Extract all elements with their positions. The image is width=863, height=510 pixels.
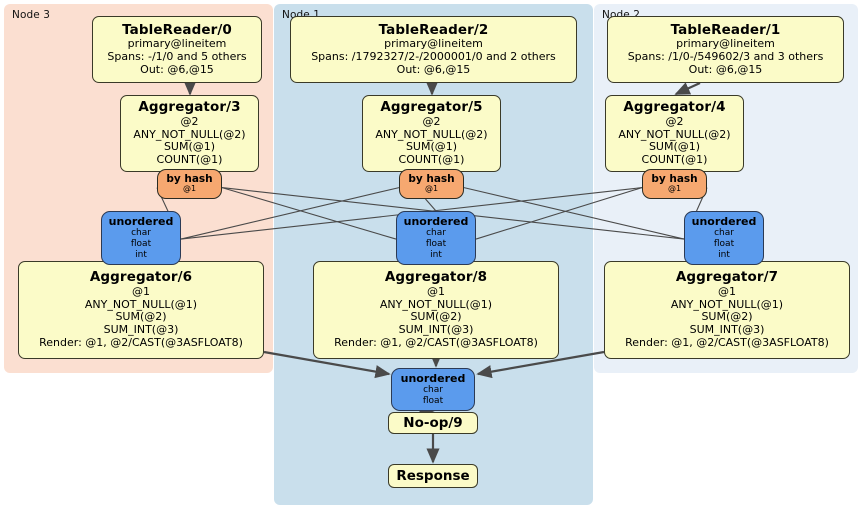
edge (180, 187, 400, 240)
receiver-line: char (426, 228, 446, 239)
terminal-noop9[interactable]: No-op/9 (388, 412, 478, 434)
edge (475, 187, 643, 240)
hash-router-hash4[interactable]: by hash@1 (642, 169, 707, 199)
receiver-line: int (430, 249, 442, 260)
processor-line: ANY_NOT_NULL(@2) (133, 127, 246, 141)
processor-line: Render: @1, @2/CAST(@3ASFLOAT8) (625, 335, 829, 349)
receiver-line: float (422, 396, 444, 407)
receiver-line: int (135, 249, 147, 260)
hash-router-title: by hash (408, 172, 455, 185)
processor-line: @1 (132, 284, 150, 298)
processor-line: Out: @6,@15 (140, 62, 214, 76)
processor-line: ANY_NOT_NULL(@2) (375, 127, 488, 141)
receiver-title: unordered (108, 215, 174, 229)
edge (425, 198, 437, 212)
processor-line: @2 (180, 114, 199, 128)
processor-line: primary@lineitem (384, 37, 483, 51)
hash-router-title: by hash (651, 172, 698, 185)
receiver-line: char (714, 228, 734, 239)
processor-title: TableReader/1 (670, 21, 781, 38)
edge (221, 187, 397, 240)
processor-line: SUM(@1) (648, 140, 701, 154)
node-panel-label-node3: Node 3 (12, 9, 51, 21)
terminal-label: Response (396, 468, 470, 484)
processor-line: SUM(@2) (410, 310, 462, 324)
processor-line: @2 (665, 114, 684, 128)
receiver-line: float (425, 239, 447, 250)
processor-line: @2 (422, 114, 441, 128)
processor-line: Out: @6,@15 (688, 62, 763, 76)
processor-line: SUM_INT(@3) (103, 323, 179, 337)
processor-line: Spans: /1792327/2-/2000001/0 and 2 other… (311, 49, 556, 63)
terminal-label: No-op/9 (403, 415, 463, 431)
edge (263, 350, 391, 379)
hash-router-line: @1 (424, 184, 439, 194)
processor-line: SUM(@2) (701, 310, 753, 324)
processor-title: Aggregator/5 (380, 99, 483, 116)
processor-title: Aggregator/6 (89, 269, 193, 286)
edge (476, 350, 605, 379)
processor-title: TableReader/2 (378, 21, 489, 38)
processor-line: @1 (718, 284, 736, 298)
processor-line: SUM_INT(@3) (689, 323, 765, 337)
processor-line: Out: @6,@15 (396, 62, 471, 76)
receiver-line: float (130, 239, 152, 250)
processor-title: Aggregator/7 (675, 269, 779, 286)
hash-router-hash5[interactable]: by hash@1 (399, 169, 464, 199)
processor-line: Spans: -/1/0 and 5 others (107, 49, 247, 63)
processor-line: SUM(@2) (115, 310, 167, 324)
processor-line: ANY_NOT_NULL(@1) (379, 297, 493, 311)
processor-line: ANY_NOT_NULL(@2) (618, 127, 731, 141)
processor-line: @1 (427, 284, 445, 298)
receiver-line: float (713, 239, 735, 250)
direct-edges (138, 80, 727, 464)
receiver-title: unordered (400, 372, 466, 386)
hash-router-title: by hash (166, 172, 213, 185)
receiver-line: char (423, 385, 443, 396)
processor-line: ANY_NOT_NULL(@1) (84, 297, 198, 311)
processor-title: Aggregator/8 (384, 269, 488, 286)
receiver-line: int (718, 249, 730, 260)
processor-line: COUNT(@1) (641, 153, 708, 167)
processor-line: SUM(@1) (163, 140, 216, 154)
edge (674, 82, 701, 95)
processor-line: Spans: /1/0-/549602/3 and 3 others (627, 49, 824, 63)
processor-line: primary@lineitem (676, 37, 775, 51)
receiver-title: unordered (403, 215, 469, 229)
hash-router-hash3[interactable]: by hash@1 (157, 169, 222, 199)
receiver-title: unordered (691, 215, 757, 229)
processor-line: Render: @1, @2/CAST(@3ASFLOAT8) (334, 335, 538, 349)
terminal-response[interactable]: Response (388, 464, 478, 488)
processor-line: primary@lineitem (127, 37, 227, 51)
processor-title: Aggregator/3 (138, 99, 241, 116)
processor-line: Render: @1, @2/CAST(@3ASFLOAT8) (39, 335, 243, 349)
hash-router-line: @1 (667, 184, 682, 194)
processor-title: TableReader/0 (122, 21, 232, 38)
processor-title: Aggregator/4 (623, 99, 726, 116)
processor-line: SUM_INT(@3) (398, 323, 474, 337)
processor-line: COUNT(@1) (156, 153, 223, 167)
processor-line: COUNT(@1) (398, 153, 465, 167)
receiver-line: char (131, 228, 151, 239)
hash-router-line: @1 (182, 184, 197, 194)
processor-line: SUM(@1) (405, 140, 458, 154)
edge (463, 187, 685, 240)
processor-line: ANY_NOT_NULL(@1) (670, 297, 784, 311)
